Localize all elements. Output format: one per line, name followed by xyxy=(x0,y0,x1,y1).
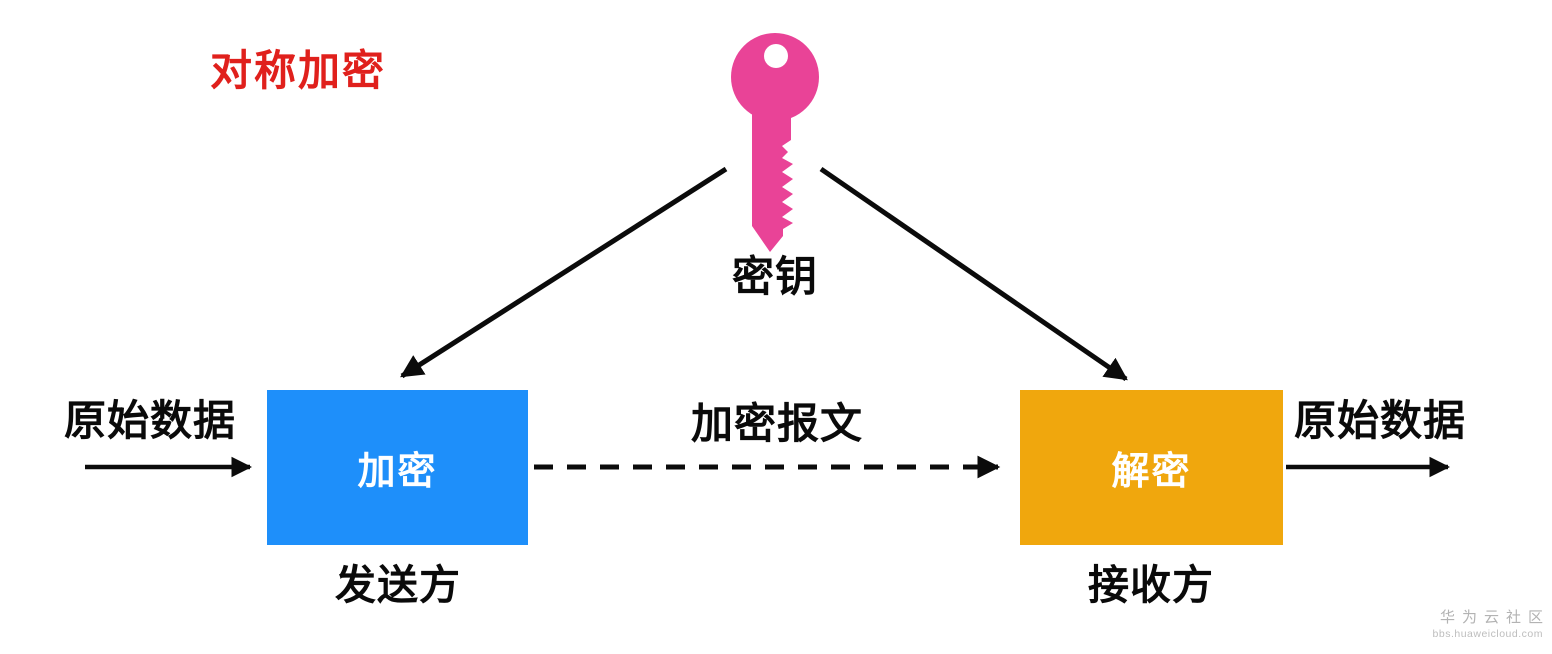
decrypt-box-label: 解密 xyxy=(1111,451,1192,493)
receiver-label: 接收方 xyxy=(1088,562,1214,608)
watermark-community: 华为云社区 xyxy=(1439,609,1550,626)
page-title: 对称加密 xyxy=(210,47,387,94)
sender-label: 发送方 xyxy=(335,562,461,608)
watermark: 华为云社区 bbs.huaweicloud.com xyxy=(1433,609,1543,641)
key-to-decrypt-arrow xyxy=(819,166,1128,382)
input-data-label: 原始数据 xyxy=(63,397,237,444)
encrypt-box-label: 加密 xyxy=(357,451,438,493)
decrypt-box: 解密 xyxy=(1020,390,1283,545)
watermark-url: bbs.huaweicloud.com xyxy=(1432,627,1543,640)
channel-label: 加密报文 xyxy=(690,400,864,447)
key-to-encrypt-arrow xyxy=(400,166,728,379)
key-label: 密钥 xyxy=(731,253,819,300)
key-icon xyxy=(731,33,819,252)
output-data-label: 原始数据 xyxy=(1293,397,1467,444)
encrypt-box: 加密 xyxy=(267,390,528,545)
